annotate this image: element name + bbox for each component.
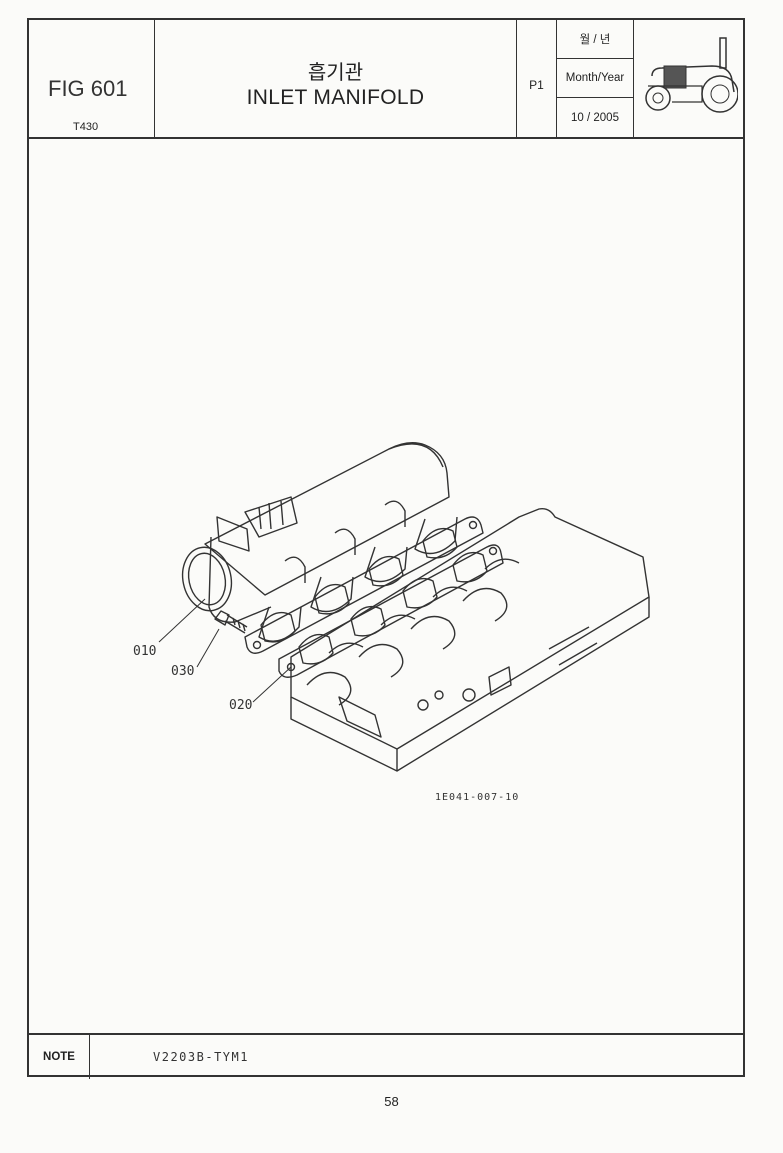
header-table: FIG 601 T430 흡기관 INLET MANIFOLD P1 월 / 년… — [29, 20, 743, 139]
parts-sheet-frame: FIG 601 T430 흡기관 INLET MANIFOLD P1 월 / 년… — [27, 18, 745, 1079]
thumbnail-cell — [634, 20, 743, 137]
page-label: P1 — [529, 78, 544, 92]
page-cell: P1 — [517, 20, 557, 137]
date-value: 10 / 2005 — [571, 111, 619, 124]
model-code: T430 — [73, 121, 99, 133]
leader-lines — [158, 598, 292, 703]
bolt-part — [214, 610, 248, 634]
manifold-illustration: 010 030 020 1E041-007-10 — [133, 442, 650, 803]
exploded-diagram: 010 030 020 1E041-007-10 — [29, 137, 743, 1032]
title-english: INLET MANIFOLD — [246, 86, 425, 109]
date-header-english: Month/Year — [557, 59, 633, 98]
figure-code: 1E041-007-10 — [435, 792, 519, 803]
page-number: 58 — [384, 1094, 399, 1109]
callout-010: 010 — [133, 644, 156, 659]
title-cell: 흡기관 INLET MANIFOLD — [155, 20, 517, 137]
tractor-icon — [645, 37, 738, 113]
note-row: NOTE V2203B-TYM1 — [29, 1033, 743, 1079]
date-cell: 월 / 년 Month/Year 10 / 2005 — [557, 20, 634, 137]
callout-020: 020 — [229, 698, 252, 713]
note-value: V2203B-TYM1 — [153, 1050, 249, 1064]
cylinder-head-part — [290, 507, 650, 772]
manifold-flange — [244, 516, 484, 654]
date-header-korean: 월 / 년 — [557, 20, 633, 59]
fig-cell: FIG 601 T430 — [29, 20, 155, 137]
callout-030: 030 — [171, 664, 194, 679]
note-label: NOTE — [29, 1035, 90, 1079]
title-korean: 흡기관 — [307, 62, 364, 84]
fig-number: FIG 601 — [48, 76, 128, 101]
gasket-part — [278, 544, 504, 678]
